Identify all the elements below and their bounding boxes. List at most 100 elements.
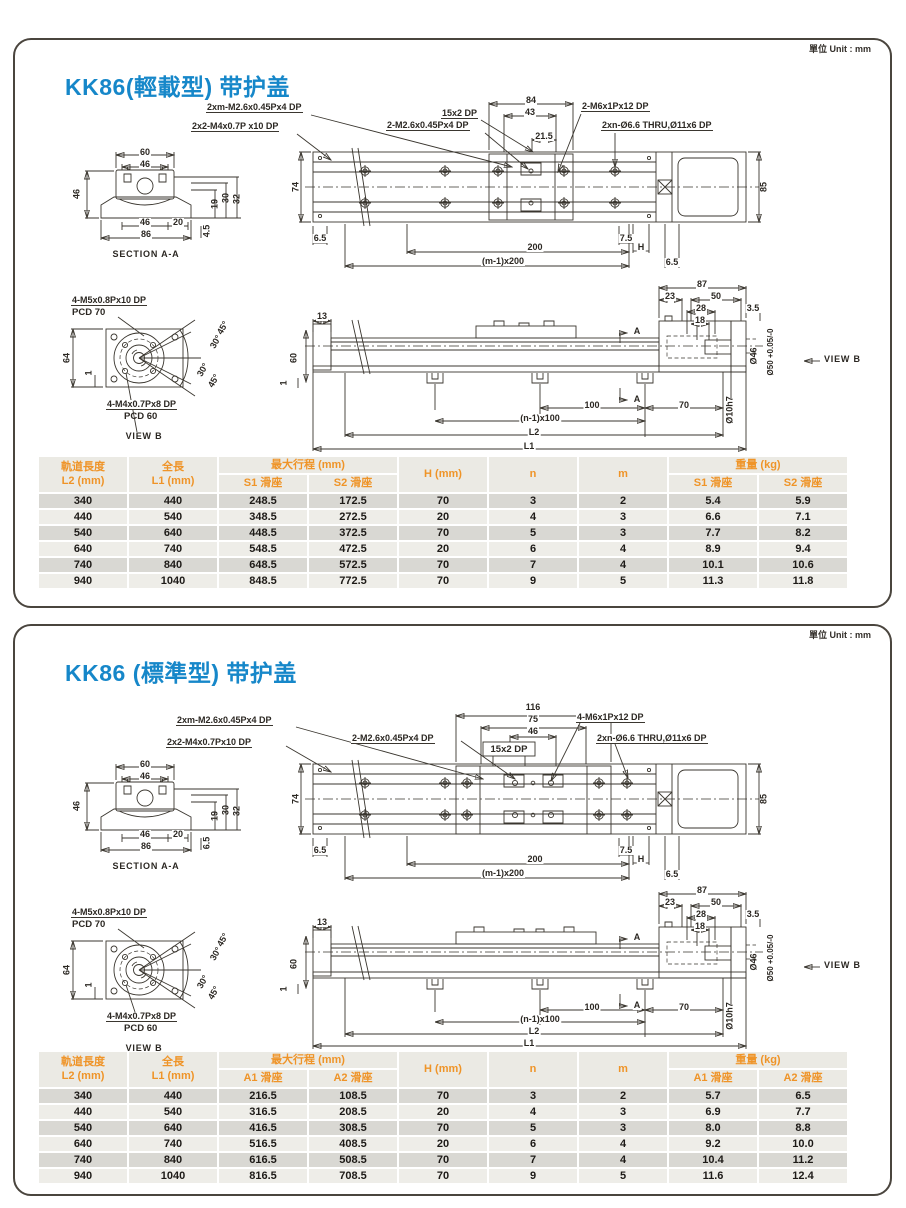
callout-c3: 2-M2.6x0.45Px4 DP [386,120,470,131]
table-cell: 6.9 [669,1104,757,1119]
dim-28: 28 [694,303,708,313]
dim-19: 19 [209,810,220,822]
table-cell: 5.4 [669,493,757,508]
dim-23: 23 [663,291,677,301]
dim-6-5-right: 6.5 [664,869,680,879]
table-cell: 8.2 [759,525,847,540]
dim-50: 50 [709,291,723,301]
dim-13: 13 [315,311,329,321]
table-cell: 540 [39,1120,127,1135]
callout-c3: 2-M2.6x0.45Px4 DP [351,733,435,744]
table-cell: 11.6 [669,1168,757,1183]
dim-m1x200: (m-1)x200 [480,868,526,878]
dim-70: 70 [677,400,691,410]
dim-60: 60 [138,147,152,157]
col-header-s1-weight: S1 滑座 [669,475,757,492]
col-header-track-length: 軌道長度 L2 (mm) [39,457,127,492]
table-cell: 308.5 [309,1120,397,1135]
col-header-track-l2: L2 (mm) [61,475,105,488]
callout-c1: 2xm-M2.6x0.45Px4 DP [206,102,303,113]
table-cell: 7 [489,1152,577,1167]
col-header-n: n [489,457,577,492]
table-cell: 772.5 [309,573,397,588]
dim-85: 85 [758,181,769,193]
dim-84: 84 [524,95,538,105]
table-cell: 3 [579,1120,667,1135]
callout-c2: 2x2-M4x0.7P x10 DP [191,121,280,132]
table-cell: 440 [129,493,217,508]
dim-dia50: Ø50 +0.05/-0 [766,934,775,982]
dim-64: 64 [61,964,72,976]
table-cell: 540 [129,1104,217,1119]
col-header-track-zh: 軌道長度 [61,1056,105,1068]
table-cell: 840 [129,1152,217,1167]
table-cell: 340 [39,493,127,508]
table-cell: 940 [39,1168,127,1183]
table-cell: 648.5 [219,557,307,572]
col-header-s2-slide: S2 滑座 [309,475,397,492]
table-cell: 3 [579,525,667,540]
dim-l1: L1 [522,441,536,451]
table-cell: 316.5 [219,1104,307,1119]
table-cell: 7.7 [759,1104,847,1119]
callout-c2: 2x2-M4x0.7Px10 DP [166,737,253,748]
dim-86: 86 [139,229,153,239]
label-pcd60: PCD 60 [124,411,158,422]
table-cell: 540 [129,509,217,524]
col-header-n: n [489,1052,577,1087]
dim-60-side: 60 [288,352,299,364]
table-cell: 4 [489,1104,577,1119]
table-cell: 272.5 [309,509,397,524]
dim-30: 30 [220,192,231,204]
dim-3-5: 3.5 [745,303,761,313]
col-header-track-zh: 軌道長度 [61,461,105,473]
table-cell: 5 [579,573,667,588]
dim-dia46: Ø46 [748,953,759,971]
dim-50: 50 [709,897,723,907]
dim-7-5: 7.5 [618,845,634,855]
table-cell: 740 [39,1152,127,1167]
table-cell: 472.5 [309,541,397,556]
col-header-s1-slide: S1 滑座 [219,475,307,492]
table-cell: 9 [489,573,577,588]
table-cell: 7 [489,557,577,572]
table-cell: 3 [579,1104,667,1119]
table-cell: 10.1 [669,557,757,572]
panel-title: KK86 (標準型) 带护盖 [65,654,297,688]
dim-46-top: 46 [138,771,152,781]
callout-c4: 15x2 DP [490,744,528,755]
col-header-weight: 重量 (kg) [669,1052,847,1069]
dim-18: 18 [693,315,707,325]
table-cell: 6.6 [669,509,757,524]
table-cell: 10.4 [669,1152,757,1167]
table-cell: 9 [489,1168,577,1183]
table-cell: 740 [129,541,217,556]
dim-dia46: Ø46 [748,347,759,365]
col-header-max-stroke: 最大行程 (mm) [219,457,397,474]
dim-1-side: 1 [278,986,289,992]
dim-21-5: 21.5 [534,131,554,141]
table-cell: 7.7 [669,525,757,540]
dim-6-5: 6.5 [201,836,212,850]
table-cell: 4 [489,509,577,524]
table-cell: 840 [129,557,217,572]
panel-kk86-standard-type: 單位 Unit : mm KK86 (標準型) 带护盖 [13,624,892,1196]
callout-m5-screws: 4-M5x0.8Px10 DP [71,295,148,306]
table-cell: 8.8 [759,1120,847,1135]
table-cell: 2 [579,493,667,508]
table-cell: 5 [489,525,577,540]
section-aa-caption: SECTION A-A [111,249,181,259]
dim-75: 75 [526,714,540,724]
table-cell: 108.5 [309,1088,397,1103]
dim-30: 30 [220,804,231,816]
table-cell: 540 [39,525,127,540]
table-cell: 8.9 [669,541,757,556]
